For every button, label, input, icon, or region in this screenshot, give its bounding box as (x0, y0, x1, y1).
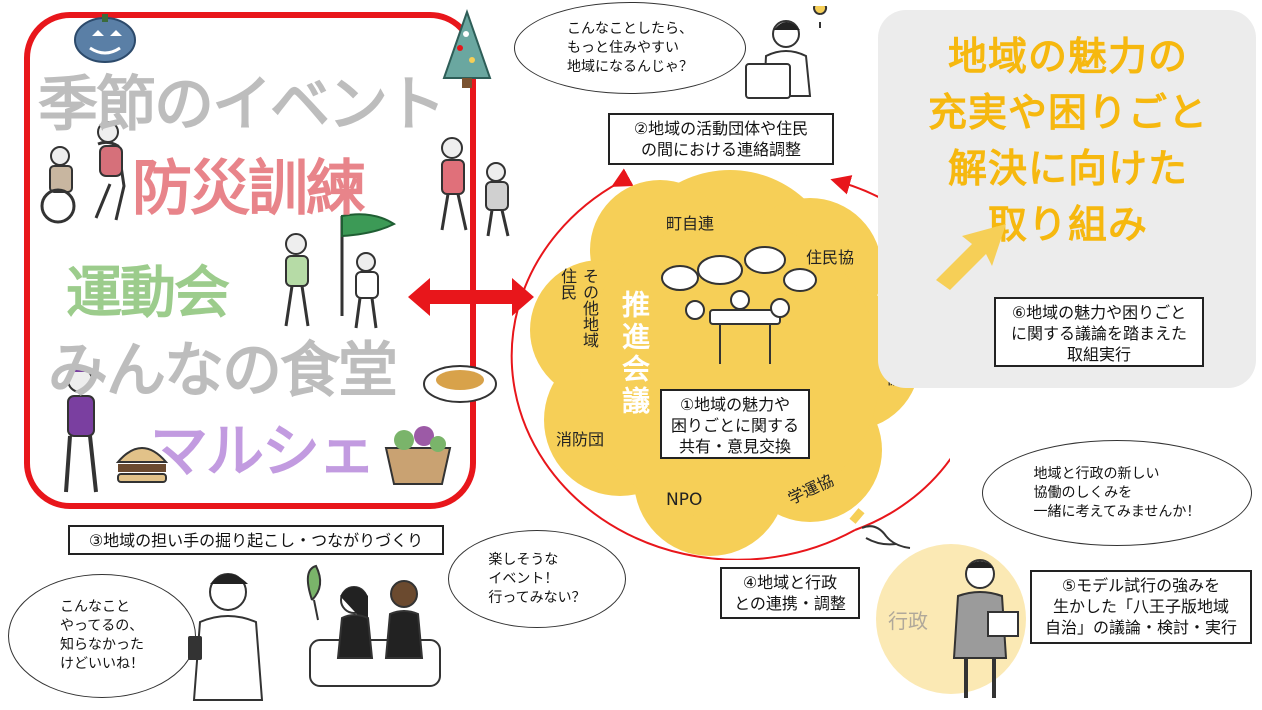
community-cafeteria-label: みんなの食堂 (48, 336, 398, 406)
flag-cheer-icon (284, 213, 397, 329)
government-official-icon (952, 559, 1019, 698)
couple-sofa-icon (306, 564, 441, 687)
group-chojiren: 町自連 (666, 214, 715, 233)
step1-box: ①地域の魅力や 困りごとに関する 共有・意見交換 (660, 389, 810, 459)
fun-speech-bubble: 楽しそうな イベント！ 行ってみない？ (448, 530, 626, 628)
pumpkin-icon (74, 14, 136, 63)
goal-text: 地域の魅力の 充実や困りごと 解決に向けた 取り組み (927, 35, 1208, 248)
handshake-icon (849, 508, 911, 549)
council-title: 推進会議 (618, 290, 651, 418)
goal-arrow (936, 224, 1006, 290)
burger-icon (115, 447, 169, 483)
group-jumin-kyo: 住民協 (806, 248, 855, 267)
double-arrow (408, 278, 534, 316)
laptop-woman-icon (745, 6, 828, 99)
disaster-drill-label: 防災訓練 (132, 154, 366, 224)
step5-box: ⑤モデル試行の強みを 生かした「八王子版地域 自治」の議論・検討・実行 (1030, 570, 1252, 644)
fun-speech-text: 楽しそうな イベント！ 行ってみない？ (488, 551, 586, 606)
notknow-speech-bubble: こんなこと やってるの、 知らなかった けどいいね！ (8, 574, 196, 698)
group-shobodan: 消防団 (556, 430, 605, 449)
government-speech-bubble: 地域と行政の新しい 協働のしくみを 一緒に考えてみませんか！ (982, 440, 1252, 546)
sports-day-label: 運動会 (66, 261, 230, 326)
wheelchair-figures-icon (40, 121, 126, 224)
runner-icon (64, 367, 98, 493)
family-hikers-icon (440, 137, 510, 237)
group-npo: NPO (666, 490, 703, 510)
step2-box: ②地域の活動団体や住民 の間における連絡調整 (608, 113, 834, 165)
group-others: その他地域住民 (558, 268, 599, 348)
marche-label: マルシェ (150, 417, 376, 485)
notknow-speech-text: こんなこと やってるの、 知らなかった けどいいね！ (60, 599, 144, 672)
step6-box: ⑥地域の魅力や困りごと に関する議論を踏まえた 取組実行 (994, 297, 1204, 367)
food-bowl-icon (423, 365, 497, 403)
seasonal-events-label: 季節のイベント (38, 70, 446, 140)
step4-box: ④地域と行政 との連携・調整 (720, 567, 860, 619)
vegetable-basket-icon (384, 426, 452, 485)
phone-man-icon (188, 573, 264, 701)
step3-box: ③地域の担い手の掘り起こし・つながりづくり (68, 525, 444, 555)
idea-speech-text: こんなことしたら、 もっと住みやすい 地域になるんじゃ？ (567, 20, 693, 75)
events-panel (24, 12, 476, 509)
government-label: 行政 (888, 609, 928, 633)
idea-speech-bubble: こんなことしたら、 もっと住みやすい 地域になるんじゃ？ (514, 2, 746, 94)
government-speech-text: 地域と行政の新しい 協働のしくみを 一緒に考えてみませんか！ (1033, 465, 1201, 520)
christmas-tree-icon (442, 8, 492, 88)
